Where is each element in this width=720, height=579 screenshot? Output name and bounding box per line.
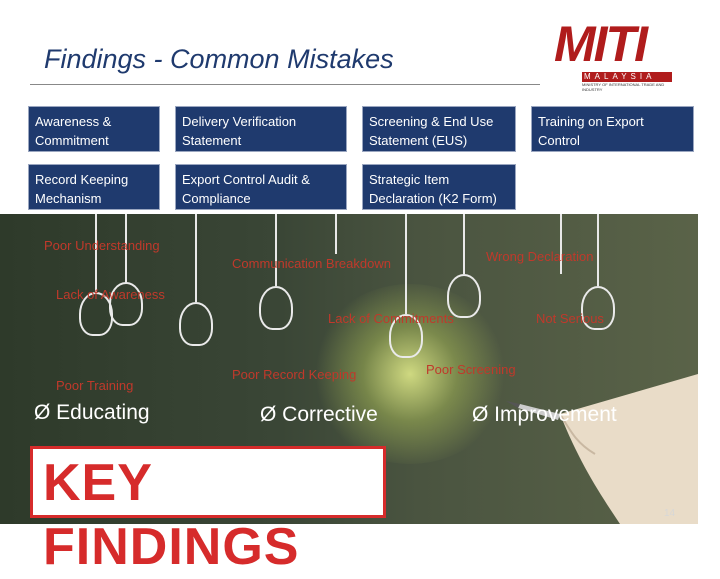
miti-logo: MITI MALAYSIA MINISTRY OF INTERNATIONAL …	[552, 16, 682, 92]
wire	[405, 214, 407, 314]
box-awareness-commitment: Awareness & Commitment	[28, 106, 160, 152]
wire	[560, 214, 562, 274]
bulb-icon	[447, 274, 481, 318]
logo-subtext: MALAYSIA	[584, 72, 656, 81]
label-poor-training: Poor Training	[56, 378, 134, 393]
bulb-icon	[259, 286, 293, 330]
wire	[95, 214, 97, 292]
label-lack-of-commitments: Lack of Commitments	[328, 311, 454, 326]
label-lack-of-awareness: Lack of Awareness	[56, 287, 165, 302]
bulb-icon	[179, 302, 213, 346]
bulb-icon	[389, 314, 423, 358]
box-training-export-control: Training on Export Control	[531, 106, 694, 152]
label-poor-record-keeping: Poor Record Keeping	[232, 367, 357, 382]
label-poor-screening: Poor Screening	[426, 362, 516, 377]
hand-writing-icon	[506, 374, 698, 524]
label-wrong-declaration: Wrong Declaration	[486, 249, 594, 264]
box-audit-compliance: Export Control Audit & Compliance	[175, 164, 347, 210]
wire	[275, 214, 277, 286]
box-record-keeping: Record Keeping Mechanism	[28, 164, 160, 210]
action-improvement: Ø Improvement	[472, 403, 617, 426]
logo-tagline: MINISTRY OF INTERNATIONAL TRADE AND INDU…	[582, 82, 665, 92]
box-strategic-item-declaration: Strategic Item Declaration (K2 Form)	[362, 164, 516, 210]
action-corrective: Ø Corrective	[260, 403, 378, 426]
action-educating: Ø Educating	[34, 401, 150, 424]
bulb-icon	[581, 286, 615, 330]
key-findings-text: KEY FINDINGS	[43, 454, 300, 576]
logo-bar	[582, 72, 672, 82]
label-poor-understanding: Poor Understanding	[44, 238, 160, 253]
label-not-serious: Not Serious	[536, 311, 604, 326]
bulb-icon	[79, 292, 113, 336]
wire	[463, 214, 465, 274]
slide-title: Findings - Common Mistakes	[44, 44, 394, 74]
wire	[597, 214, 599, 286]
box-delivery-verification: Delivery Verification Statement	[175, 106, 347, 152]
wire	[195, 214, 197, 302]
logo-text: MITI	[554, 16, 648, 72]
page-number: 14	[664, 508, 676, 519]
wire	[125, 214, 127, 284]
box-screening-eus: Screening & End Use Statement (EUS)	[362, 106, 516, 152]
label-communication-breakdown: Communication Breakdown	[232, 256, 391, 271]
title-divider	[30, 84, 540, 85]
wire	[335, 214, 337, 254]
key-findings-banner: KEY FINDINGS	[30, 446, 386, 576]
